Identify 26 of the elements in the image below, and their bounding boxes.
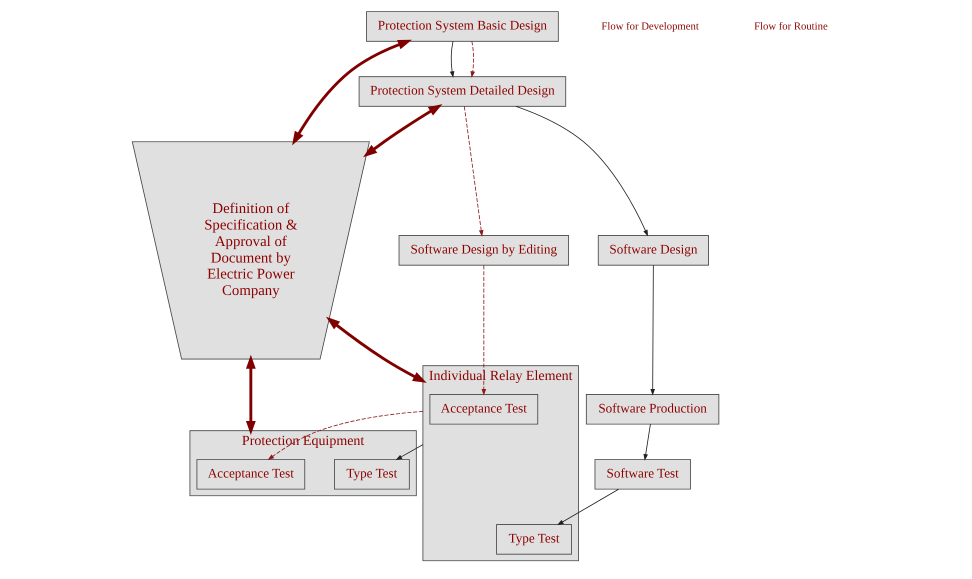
node-box: Acceptance Test bbox=[196, 459, 305, 490]
arrow bbox=[449, 40, 454, 78]
arrow bbox=[267, 411, 423, 460]
node-box: Software Design bbox=[597, 235, 708, 266]
node-box: Protection System Detailed Design bbox=[358, 76, 566, 107]
arrow bbox=[556, 488, 618, 526]
arrow bbox=[642, 424, 650, 461]
node-box: Type Test bbox=[496, 524, 572, 555]
arrow bbox=[395, 444, 423, 460]
node-box: Software Test bbox=[594, 459, 690, 490]
node-box: Software Design by Editing bbox=[398, 235, 569, 266]
node-box: Acceptance Test bbox=[428, 394, 538, 425]
arrow bbox=[245, 354, 256, 436]
node-box: Software Production bbox=[585, 394, 719, 425]
arrow bbox=[463, 106, 483, 237]
legend-label: Flow for Development bbox=[600, 20, 698, 32]
arrow bbox=[292, 40, 412, 146]
node-box: Protection System Basic Design bbox=[366, 11, 558, 42]
arrow bbox=[515, 106, 648, 236]
arrow bbox=[481, 265, 486, 396]
arrow bbox=[326, 316, 426, 383]
arrow bbox=[650, 265, 654, 396]
node-box: Type Test bbox=[334, 459, 410, 490]
legend-label: Flow for Routine bbox=[754, 20, 828, 32]
arrow bbox=[470, 40, 475, 78]
arrow bbox=[362, 104, 442, 158]
